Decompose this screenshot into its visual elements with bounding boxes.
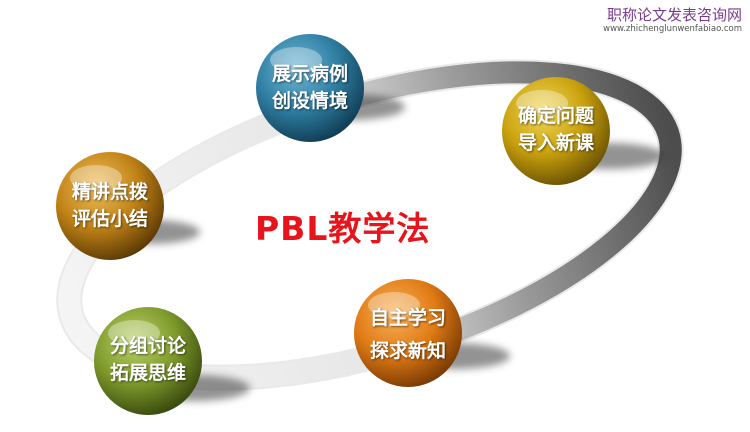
node-sphere-self-study [354, 279, 462, 387]
node-problem-line2: 导入新课 [517, 132, 594, 154]
sphere-highlights [70, 47, 568, 346]
node-problem-line1: 确定问题 [517, 105, 594, 127]
node-self-study-line2: 探求新知 [369, 340, 446, 362]
watermark-site-name: 职称论文发表咨询网 [606, 6, 742, 24]
node-group-line1: 分组讨论 [109, 335, 186, 357]
node-self-study-line1: 自主学习 [369, 307, 446, 329]
node-lecture-line1: 精讲点拨 [71, 181, 148, 203]
node-problem-label: 确定问题 导入新课 [508, 103, 604, 157]
node-lecture-label: 精讲点拨 评估小结 [62, 179, 158, 233]
node-group-label: 分组讨论 拓展思维 [100, 333, 196, 387]
center-title: PBL教学法 [255, 209, 431, 248]
node-cases-line1: 展示病例 [271, 63, 348, 85]
node-sphere-cases [256, 34, 364, 142]
node-cases-line2: 创设情境 [271, 90, 348, 112]
node-sphere-lecture [56, 152, 164, 260]
node-group-line2: 拓展思维 [109, 362, 186, 384]
node-cases-label: 展示病例 创设情境 [262, 61, 358, 115]
node-lecture-line2: 评估小结 [71, 208, 148, 230]
site-watermark: 职称论文发表咨询网 www.zhichenglunwenfabiao.com [603, 6, 742, 35]
watermark-site-url: www.zhichenglunwenfabiao.com [603, 24, 742, 34]
node-sphere-problem [502, 77, 610, 185]
node-self-study-label: 自主学习 探求新知 [360, 305, 456, 365]
node-sphere-group [94, 307, 202, 415]
